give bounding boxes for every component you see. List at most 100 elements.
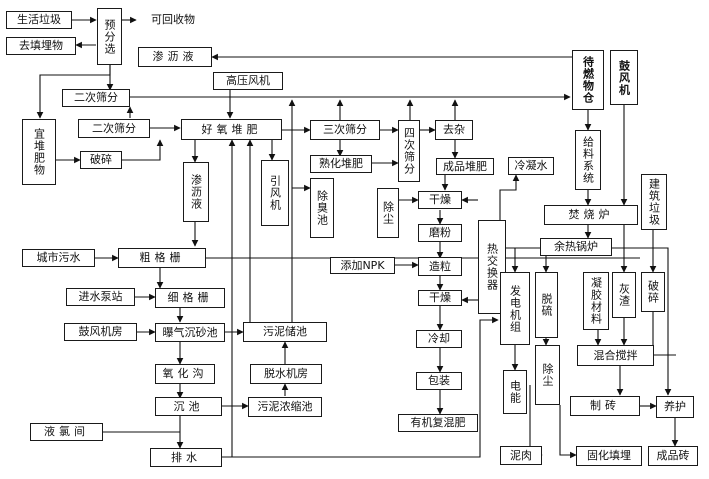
node-label: 有机复混肥 [410,416,466,429]
node-ash-slag: 灰渣 [612,272,636,318]
node-dewatering-room: 脱水机房 [250,364,322,384]
node-label: 污泥储池 [263,325,307,338]
node-label: 破碎 [646,280,660,304]
node-label: 余热锅炉 [554,240,598,253]
node-label: 沉池 [173,399,204,413]
node-aerobic-compost: 好氧堆肥 [181,119,282,140]
node-label: 泥肉 [510,448,532,462]
node-label: 破碎 [90,153,112,166]
node-solidify-landfill: 固化填埋 [576,446,642,466]
node-finished-bricks: 成品砖 [648,446,698,466]
node-leachate-top: 渗沥液 [138,47,212,67]
node-high-pressure-fan: 高压风机 [213,72,283,90]
node-drying2: 干燥 [418,290,462,306]
node-pump-station: 进水泵站 [66,288,135,306]
node-remove-impurities: 去杂 [435,120,473,140]
node-label: 鼓风机 [617,59,631,96]
node-label: 冷却 [428,332,450,345]
node-label: 引风机 [268,175,282,211]
node-label: 待燃物仓 [581,56,595,104]
node-label: 电能 [508,380,522,404]
node-sludge-storage: 污泥储池 [243,322,327,342]
node-crushing-left: 破碎 [80,151,122,169]
node-label: 干燥 [429,291,451,304]
node-label: 液氯间 [44,425,89,438]
node-label: 鼓风机房 [78,325,123,338]
node-condensate: 冷凝水 [508,157,554,175]
node-packaging: 包装 [416,372,462,390]
node-label: 渗沥液 [152,50,198,63]
node-secondary-screen-b: 二次筛分 [78,119,150,138]
node-quaternary-screen: 四次筛分 [398,120,420,182]
node-waste-heat-boiler: 余热锅炉 [540,238,612,256]
node-label: 四次筛分 [402,127,416,175]
node-drying1: 干燥 [418,191,462,209]
node-label: 热交换器 [485,243,499,291]
node-label: 宜堆肥物 [32,128,46,176]
node-crushing-right: 破碎 [641,272,665,312]
node-label: 去杂 [443,123,465,136]
node-recyclables: 可回收物 [137,11,209,29]
node-desulfurization: 脱硫 [535,272,558,338]
node-presort: 预分选 [97,8,122,65]
node-finished-compost: 成品堆肥 [436,158,494,175]
node-label: 氧化沟 [162,367,208,380]
node-electricity: 电能 [503,370,527,414]
node-induced-fan: 引风机 [261,160,289,226]
node-coarse-grille: 粗格栅 [118,248,206,268]
node-incinerator: 焚烧炉 [544,205,638,225]
node-label: 去填埋物 [19,39,63,52]
node-discharge: 排水 [150,448,222,467]
node-label: 造粒 [429,259,451,273]
node-landfill-top: 去填埋物 [6,37,76,55]
node-tertiary-screen: 三次筛分 [310,120,380,140]
node-fuel-warehouse: 待燃物仓 [572,50,604,110]
node-organic-fertilizer: 有机复混肥 [398,414,478,432]
node-generator: 发电机组 [500,272,530,345]
node-label: 熟化堆肥 [319,157,363,170]
node-blower-room: 鼓风机房 [64,323,137,341]
node-label: 添加NPK [340,258,385,272]
node-oxidation-ditch: 氧化沟 [155,364,215,384]
node-deodor-pool: 除臭池 [310,178,334,238]
node-label: 生活垃圾 [17,13,61,26]
node-coagulant: 凝胶材料 [583,272,609,330]
node-mud: 泥肉 [500,446,542,465]
node-label: 养护 [664,400,686,413]
node-label: 建筑垃圾 [647,178,661,226]
node-city-sewage: 城市污水 [22,249,95,267]
node-label: 冷凝水 [514,159,548,172]
node-label: 发电机组 [508,284,522,333]
node-label: 预分选 [103,18,116,55]
node-domestic-waste: 生活垃圾 [6,11,72,29]
node-label: 包装 [428,374,450,387]
node-label: 污泥浓缩池 [257,400,313,413]
node-mixing: 混合搅拌 [577,345,654,366]
node-label: 城市污水 [36,251,81,264]
node-label: 二次筛分 [74,91,118,104]
node-label: 高压风机 [226,74,270,87]
node-brick-making: 制砖 [570,396,640,416]
node-dust-removal-right: 除尘 [535,345,560,405]
node-label: 脱硫 [540,293,553,317]
node-label: 好氧堆肥 [201,122,262,136]
node-secondary-screen-a: 二次筛分 [62,89,130,107]
node-label: 成品堆肥 [443,159,487,173]
node-label: 混合搅拌 [593,348,638,362]
node-grinding: 磨粉 [418,224,462,242]
node-label: 粗格栅 [139,251,185,264]
node-label: 曝气沉砂池 [162,325,218,339]
node-label: 制砖 [590,399,620,412]
node-add-npk: 添加NPK [330,257,395,274]
node-aerated-grit: 曝气沉砂池 [155,323,225,342]
node-label: 固化填埋 [587,449,631,462]
node-label: 渗沥液 [189,174,203,210]
node-label: 细格栅 [167,291,213,304]
node-label: 灰渣 [617,283,631,307]
node-cooling: 冷却 [416,330,462,348]
node-label: 可回收物 [151,13,195,26]
node-granulation: 造粒 [418,257,462,276]
node-label: 二次筛分 [92,121,136,135]
